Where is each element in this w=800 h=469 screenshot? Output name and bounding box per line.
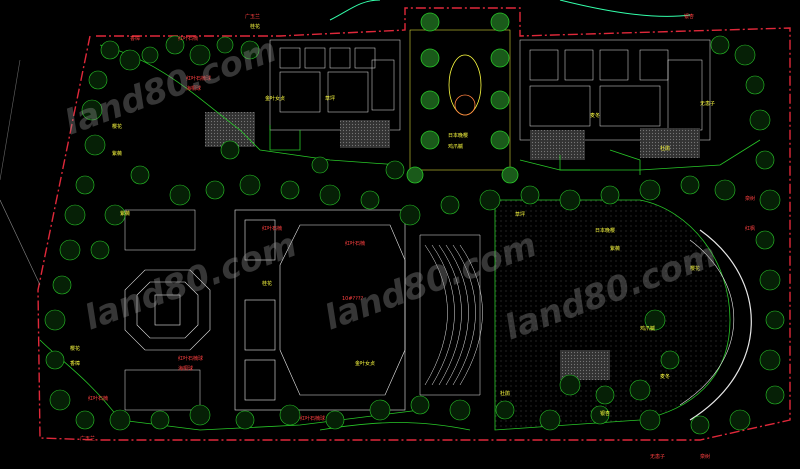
plant-label: 红叶石楠 (262, 225, 282, 232)
feature-trees (406, 12, 519, 184)
paving-area (340, 120, 390, 148)
plant-label: 日本晚樱 (448, 132, 468, 139)
plant-label: 红叶石楠 (345, 240, 365, 247)
plant-label: 栾树 (745, 195, 755, 202)
plant-label: 草坪 (325, 95, 335, 102)
clubhouse-building (234, 209, 406, 411)
amphitheater (419, 234, 483, 396)
plant-label: 红叶石楠球 (178, 355, 203, 362)
plant-label: 紫薇 (120, 210, 130, 217)
plant-label: 桂花 (250, 23, 260, 30)
octagon-pavilion (124, 269, 211, 351)
tree-symbols (44, 35, 785, 435)
plant-label: 草坪 (515, 211, 525, 218)
road-edge (0, 59, 21, 181)
plant-label: 海桐球 (178, 365, 193, 372)
plant-label: 栾树 (700, 453, 710, 460)
plant-label: 麦冬 (590, 112, 600, 119)
pergola (124, 369, 201, 411)
plant-label: 杜鹃 (500, 390, 510, 397)
plant-label: 金叶女贞 (355, 360, 375, 367)
stream-curve (559, 0, 691, 17)
plant-label: 红枫 (745, 225, 755, 232)
plant-label: 红叶石楠 (88, 395, 108, 402)
stream-curve (329, 0, 381, 21)
paving-area (530, 130, 585, 160)
plant-label: 银杏 (684, 13, 694, 20)
plant-label: 杜鹃 (660, 145, 670, 152)
paving-area (640, 128, 700, 158)
center-building-label: 10#???? (342, 296, 364, 302)
plant-label: 广玉兰 (80, 435, 95, 442)
curved-promenade (689, 229, 752, 421)
plant-label: 紫薇 (112, 150, 122, 157)
plant-label: 日本晚樱 (595, 227, 615, 234)
pergola (124, 209, 196, 251)
central-fountain-axis (409, 29, 511, 171)
plant-label: 红叶石楠球 (186, 75, 211, 82)
plant-label: 樱花 (112, 123, 122, 130)
plant-label: 银杏 (600, 410, 610, 417)
plant-label: 麦冬 (660, 373, 670, 380)
plant-labels: 广玉兰 桂花 香樟 红叶石楠 红叶石楠球 海桐球 金叶女贞 草坪 樱花 紫薇 日… (70, 13, 755, 460)
residential-block-left (269, 39, 401, 131)
plant-label: 桂花 (262, 280, 272, 287)
plant-label: 红叶石楠 (178, 35, 198, 42)
plant-label: 紫薇 (610, 245, 620, 252)
site-boundary (37, 7, 791, 441)
curved-promenade-inner (679, 239, 735, 406)
plant-label: 鸡爪槭 (640, 325, 655, 332)
plant-label: 广玉兰 (245, 13, 260, 20)
road-edge (0, 199, 41, 286)
central-lawn (494, 199, 731, 431)
plant-label: 樱花 (70, 345, 80, 352)
plant-label: 鸡爪槭 (448, 143, 463, 150)
plant-label: 无患子 (650, 453, 665, 460)
plant-label: 红叶石楠球 (300, 415, 325, 422)
plant-label: 香樟 (130, 35, 140, 42)
plant-label: 海桐球 (186, 85, 201, 92)
plant-label: 香樟 (70, 360, 80, 367)
plant-label: 樱花 (690, 265, 700, 272)
plant-label: 无患子 (700, 100, 715, 107)
plant-label: 金叶女贞 (265, 95, 285, 102)
